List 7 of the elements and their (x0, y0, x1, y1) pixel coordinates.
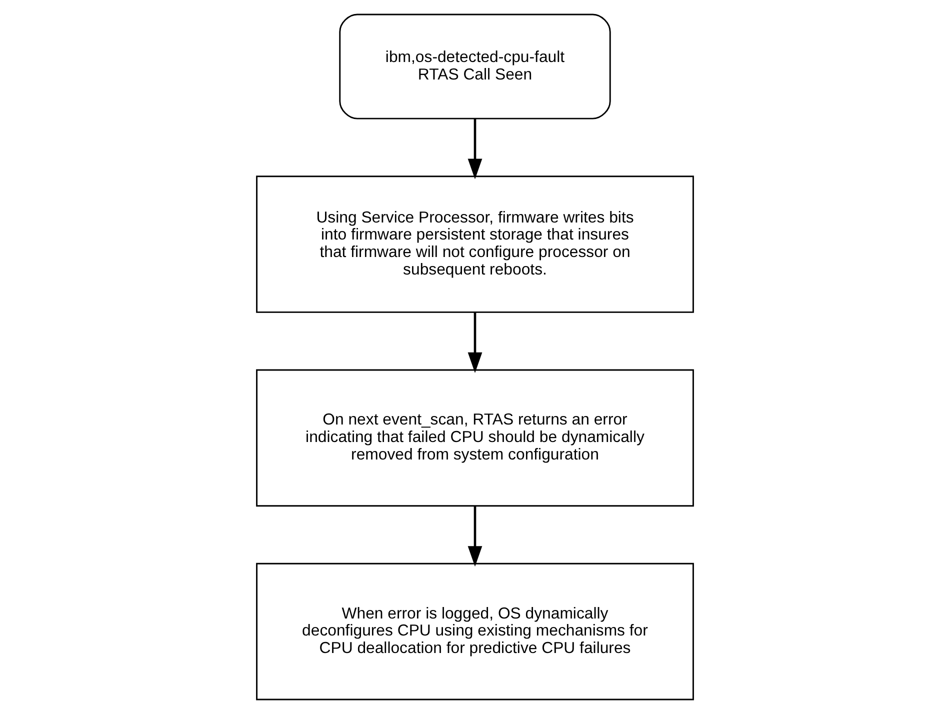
arrow (467, 119, 482, 180)
node-box: When error is logged, OS dynamically deconfigures CPU using existing mechanisms for CPU deallocation for predictive CPU failures (256, 562, 694, 700)
arrow (467, 506, 482, 567)
node-box: Using Service Processor, firmware writes bits into firmware persistent storage that insures that firmware will not configure processor on subsequent reboots. (256, 176, 694, 313)
arrow (467, 312, 482, 373)
node-box: ibm,os-detected-cpu-fault RTAS Call Seen (338, 14, 610, 120)
node-box: On next event_scan, RTAS returns an error indicating that failed CPU should be dynamically removed from system configuration (256, 369, 694, 507)
